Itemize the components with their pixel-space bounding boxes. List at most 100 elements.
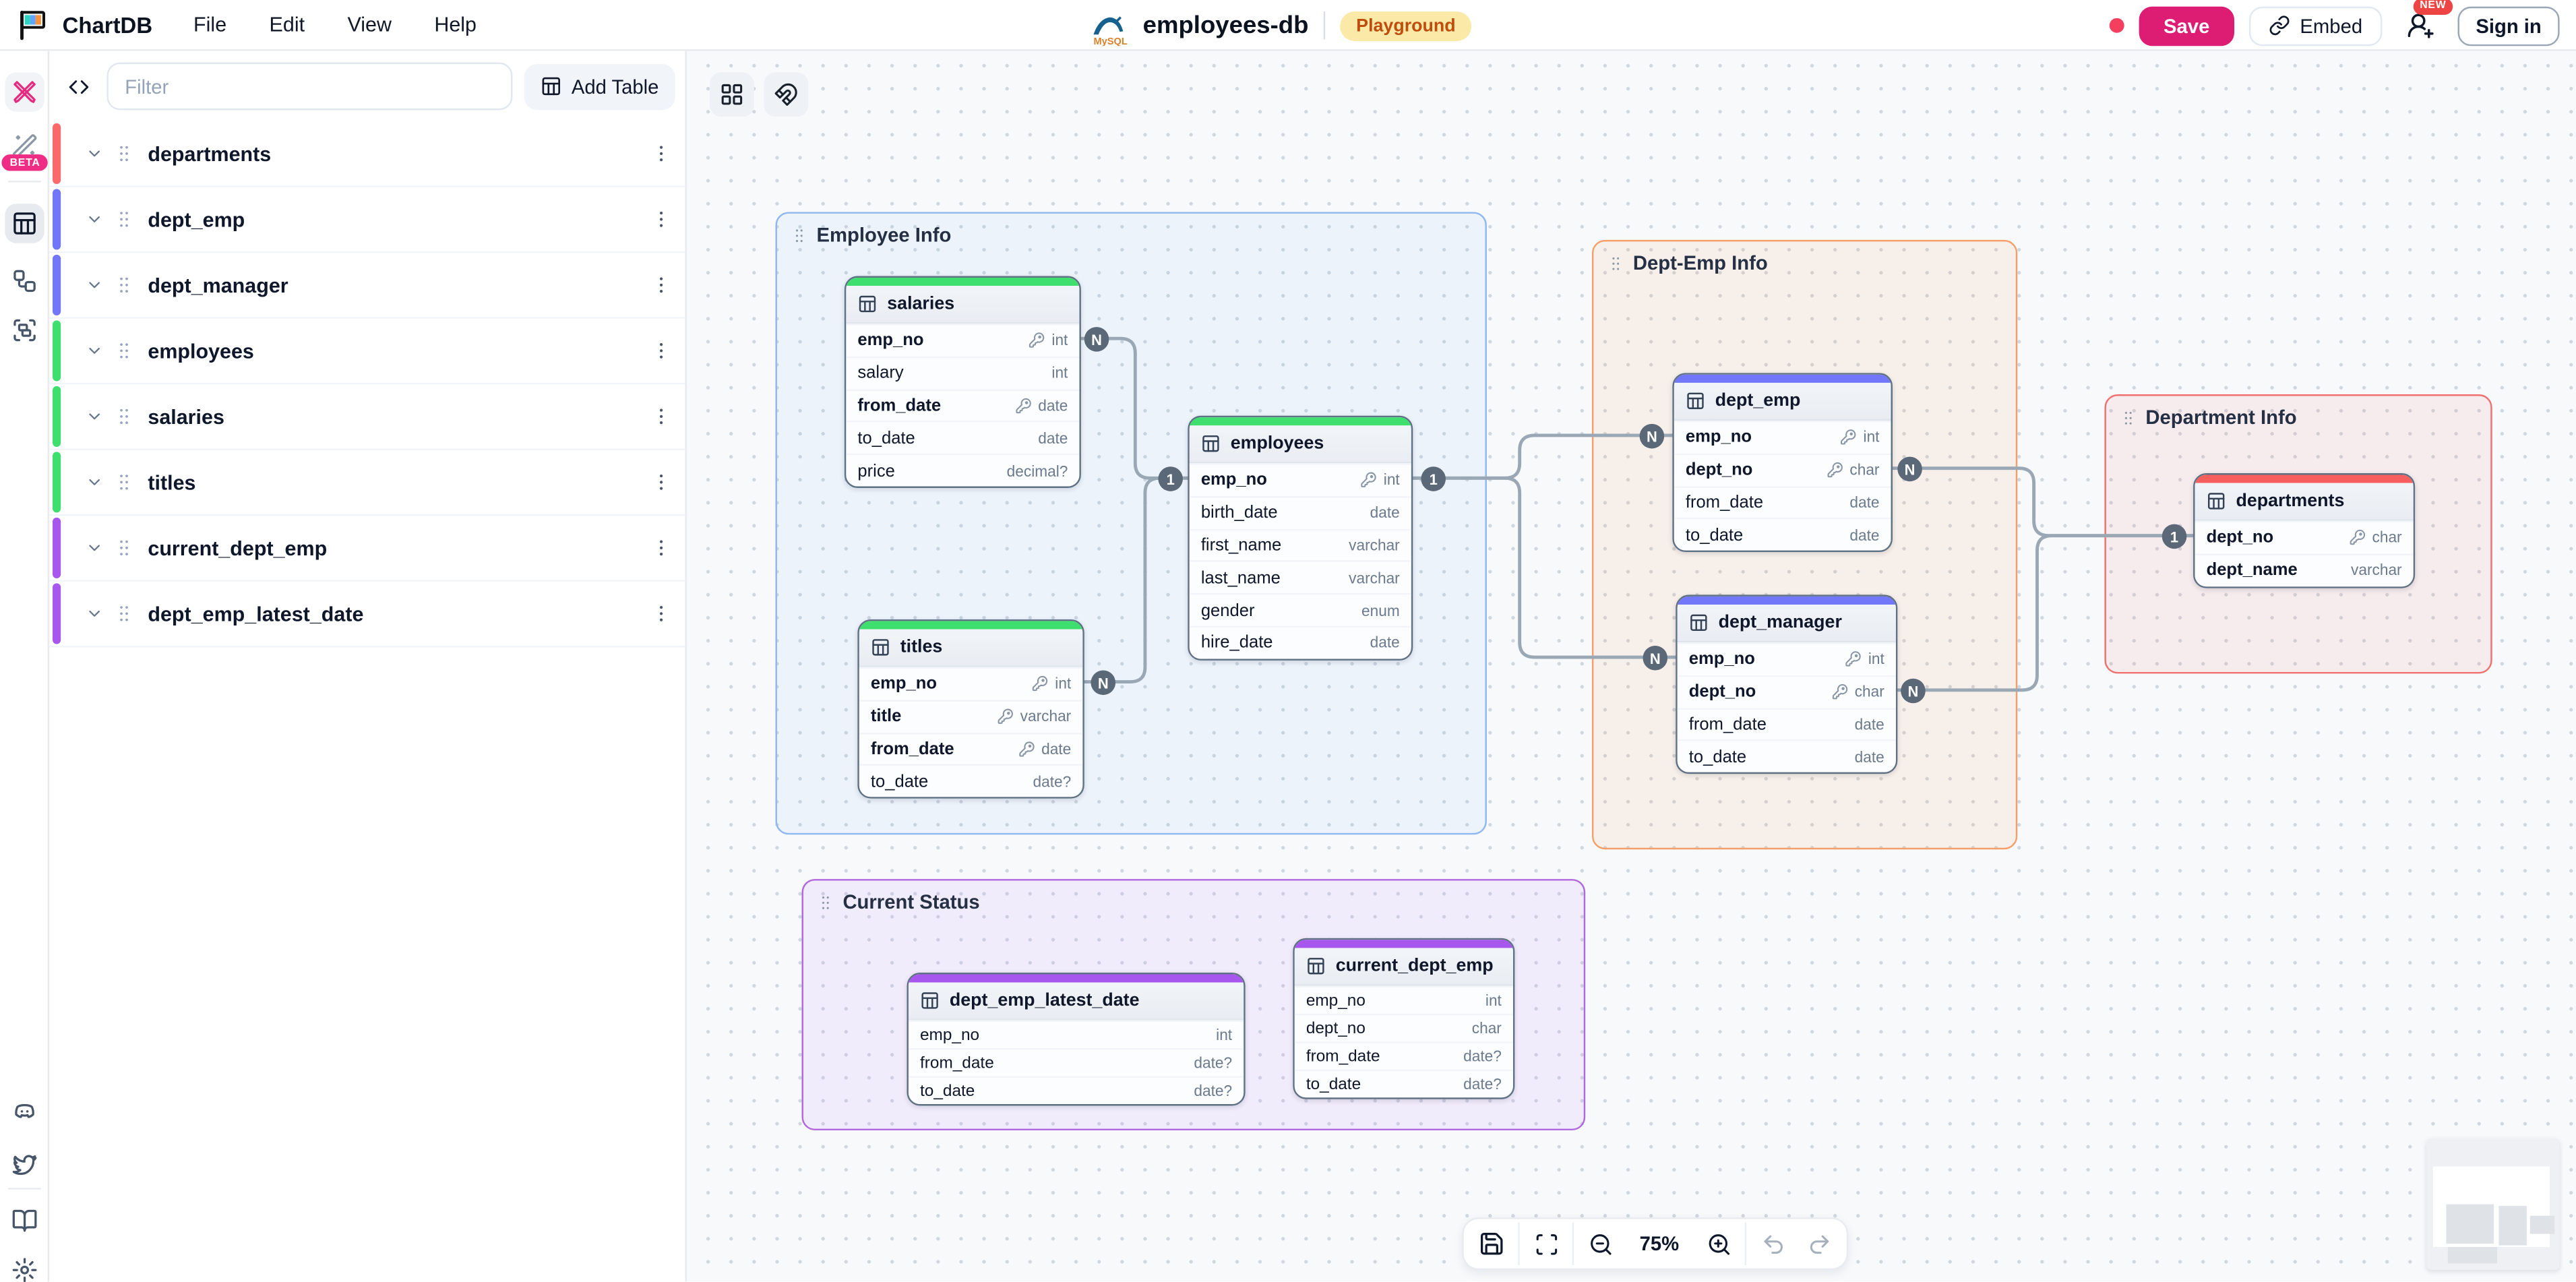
table-title: salaries <box>887 294 955 314</box>
save-button[interactable]: Save <box>2139 5 2234 46</box>
table-menu-icon[interactable] <box>650 209 672 231</box>
diagram-editor-icon[interactable] <box>5 72 44 112</box>
undo-icon <box>1760 1231 1785 1256</box>
chevron-down-icon[interactable] <box>86 473 104 491</box>
diagram-canvas[interactable]: Employee Info Dept-Emp Info Department I… <box>686 51 2576 1282</box>
table-list-item-employees[interactable]: employees <box>49 318 685 385</box>
redo-button[interactable] <box>1796 1223 1841 1265</box>
table-menu-icon[interactable] <box>650 274 672 296</box>
menu-view[interactable]: View <box>347 13 392 36</box>
docs-button[interactable] <box>5 1201 44 1241</box>
table-list-item-salaries[interactable]: salaries <box>49 384 685 450</box>
drag-handle-icon[interactable] <box>113 340 135 362</box>
diagram-name[interactable]: employees-db <box>1142 11 1309 40</box>
menu-help[interactable]: Help <box>434 13 477 36</box>
key-icon <box>1845 651 1862 667</box>
table-menu-icon[interactable] <box>650 406 672 427</box>
chevron-down-icon[interactable] <box>86 145 104 163</box>
chevron-down-icon[interactable] <box>86 276 104 295</box>
embed-button[interactable]: Embed <box>2248 5 2383 46</box>
reorder-tables-button[interactable] <box>710 72 754 117</box>
drag-handle-icon[interactable] <box>113 143 135 164</box>
redo-icon <box>1806 1231 1831 1256</box>
table-list-label: dept_emp <box>148 208 245 231</box>
fullscreen-icon <box>1533 1231 1558 1256</box>
areas-icon <box>11 317 38 343</box>
zoom-toolbar: 75% <box>1462 1217 1849 1271</box>
code-icon <box>67 75 90 98</box>
snap-magnet-button[interactable] <box>764 72 809 117</box>
table-list-item-titles[interactable]: titles <box>49 450 685 516</box>
menu-edit[interactable]: Edit <box>269 13 305 36</box>
twitter-link[interactable] <box>5 1145 44 1185</box>
table-menu-icon[interactable] <box>650 537 672 559</box>
sign-in-button[interactable]: Sign in <box>2457 5 2560 46</box>
chevron-down-icon[interactable] <box>86 605 104 623</box>
table-list-item-current-dept-emp[interactable]: current_dept_emp <box>49 516 685 582</box>
minimap[interactable] <box>2426 1138 2560 1271</box>
chevron-down-icon[interactable] <box>86 539 104 557</box>
table-menu-icon[interactable] <box>650 143 672 164</box>
table-list-label: employees <box>148 339 254 363</box>
drag-handle-icon[interactable] <box>113 537 135 559</box>
drag-handle-icon[interactable] <box>113 274 135 296</box>
area-drag-icon[interactable] <box>2119 408 2137 427</box>
table-menu-icon[interactable] <box>650 603 672 625</box>
add-table-label: Add Table <box>571 74 659 98</box>
view-code-button[interactable] <box>63 70 96 103</box>
table-list-item-departments[interactable]: departments <box>49 121 685 187</box>
discord-link[interactable] <box>5 1093 44 1132</box>
invite-user-button[interactable]: NEW <box>2397 0 2453 49</box>
app-name: ChartDB <box>62 12 153 37</box>
drag-handle-icon[interactable] <box>113 406 135 427</box>
undo-button[interactable] <box>1750 1223 1796 1265</box>
sidebar-item-areas[interactable] <box>5 311 44 350</box>
chevron-down-icon[interactable] <box>86 342 104 360</box>
table-list-item-dept-emp-latest-date[interactable]: dept_emp_latest_date <box>49 581 685 648</box>
zoom-out-button[interactable] <box>1577 1223 1623 1265</box>
menu-file[interactable]: File <box>193 13 227 36</box>
key-icon <box>1015 398 1031 414</box>
drag-handle-icon[interactable] <box>113 603 135 625</box>
tables-icon <box>11 210 38 237</box>
table-menu-icon[interactable] <box>650 472 672 493</box>
drag-handle-icon[interactable] <box>113 472 135 493</box>
table-list-item-dept-manager[interactable]: dept_manager <box>49 253 685 319</box>
save-diagram-button[interactable] <box>1469 1223 1514 1265</box>
chevron-down-icon[interactable] <box>86 210 104 228</box>
area-drag-icon[interactable] <box>790 226 808 244</box>
sidebar-item-relationships[interactable] <box>5 262 44 301</box>
table-list-item-dept-emp[interactable]: dept_emp <box>49 187 685 253</box>
sidebar-item-tables[interactable] <box>5 204 44 243</box>
chevron-down-icon[interactable] <box>86 408 104 426</box>
area-drag-icon[interactable] <box>816 893 834 911</box>
add-table-button[interactable]: Add Table <box>524 63 675 110</box>
area-drag-icon[interactable] <box>1607 254 1625 272</box>
settings-button[interactable] <box>5 1250 44 1282</box>
table-menu-icon[interactable] <box>650 340 672 362</box>
zoom-in-button[interactable] <box>1696 1223 1742 1265</box>
minimap-viewport <box>2432 1166 2555 1264</box>
new-badge: NEW <box>2413 0 2453 14</box>
drag-handle-icon[interactable] <box>113 209 135 231</box>
filter-input[interactable] <box>106 62 513 111</box>
fit-view-button[interactable] <box>1523 1223 1569 1265</box>
